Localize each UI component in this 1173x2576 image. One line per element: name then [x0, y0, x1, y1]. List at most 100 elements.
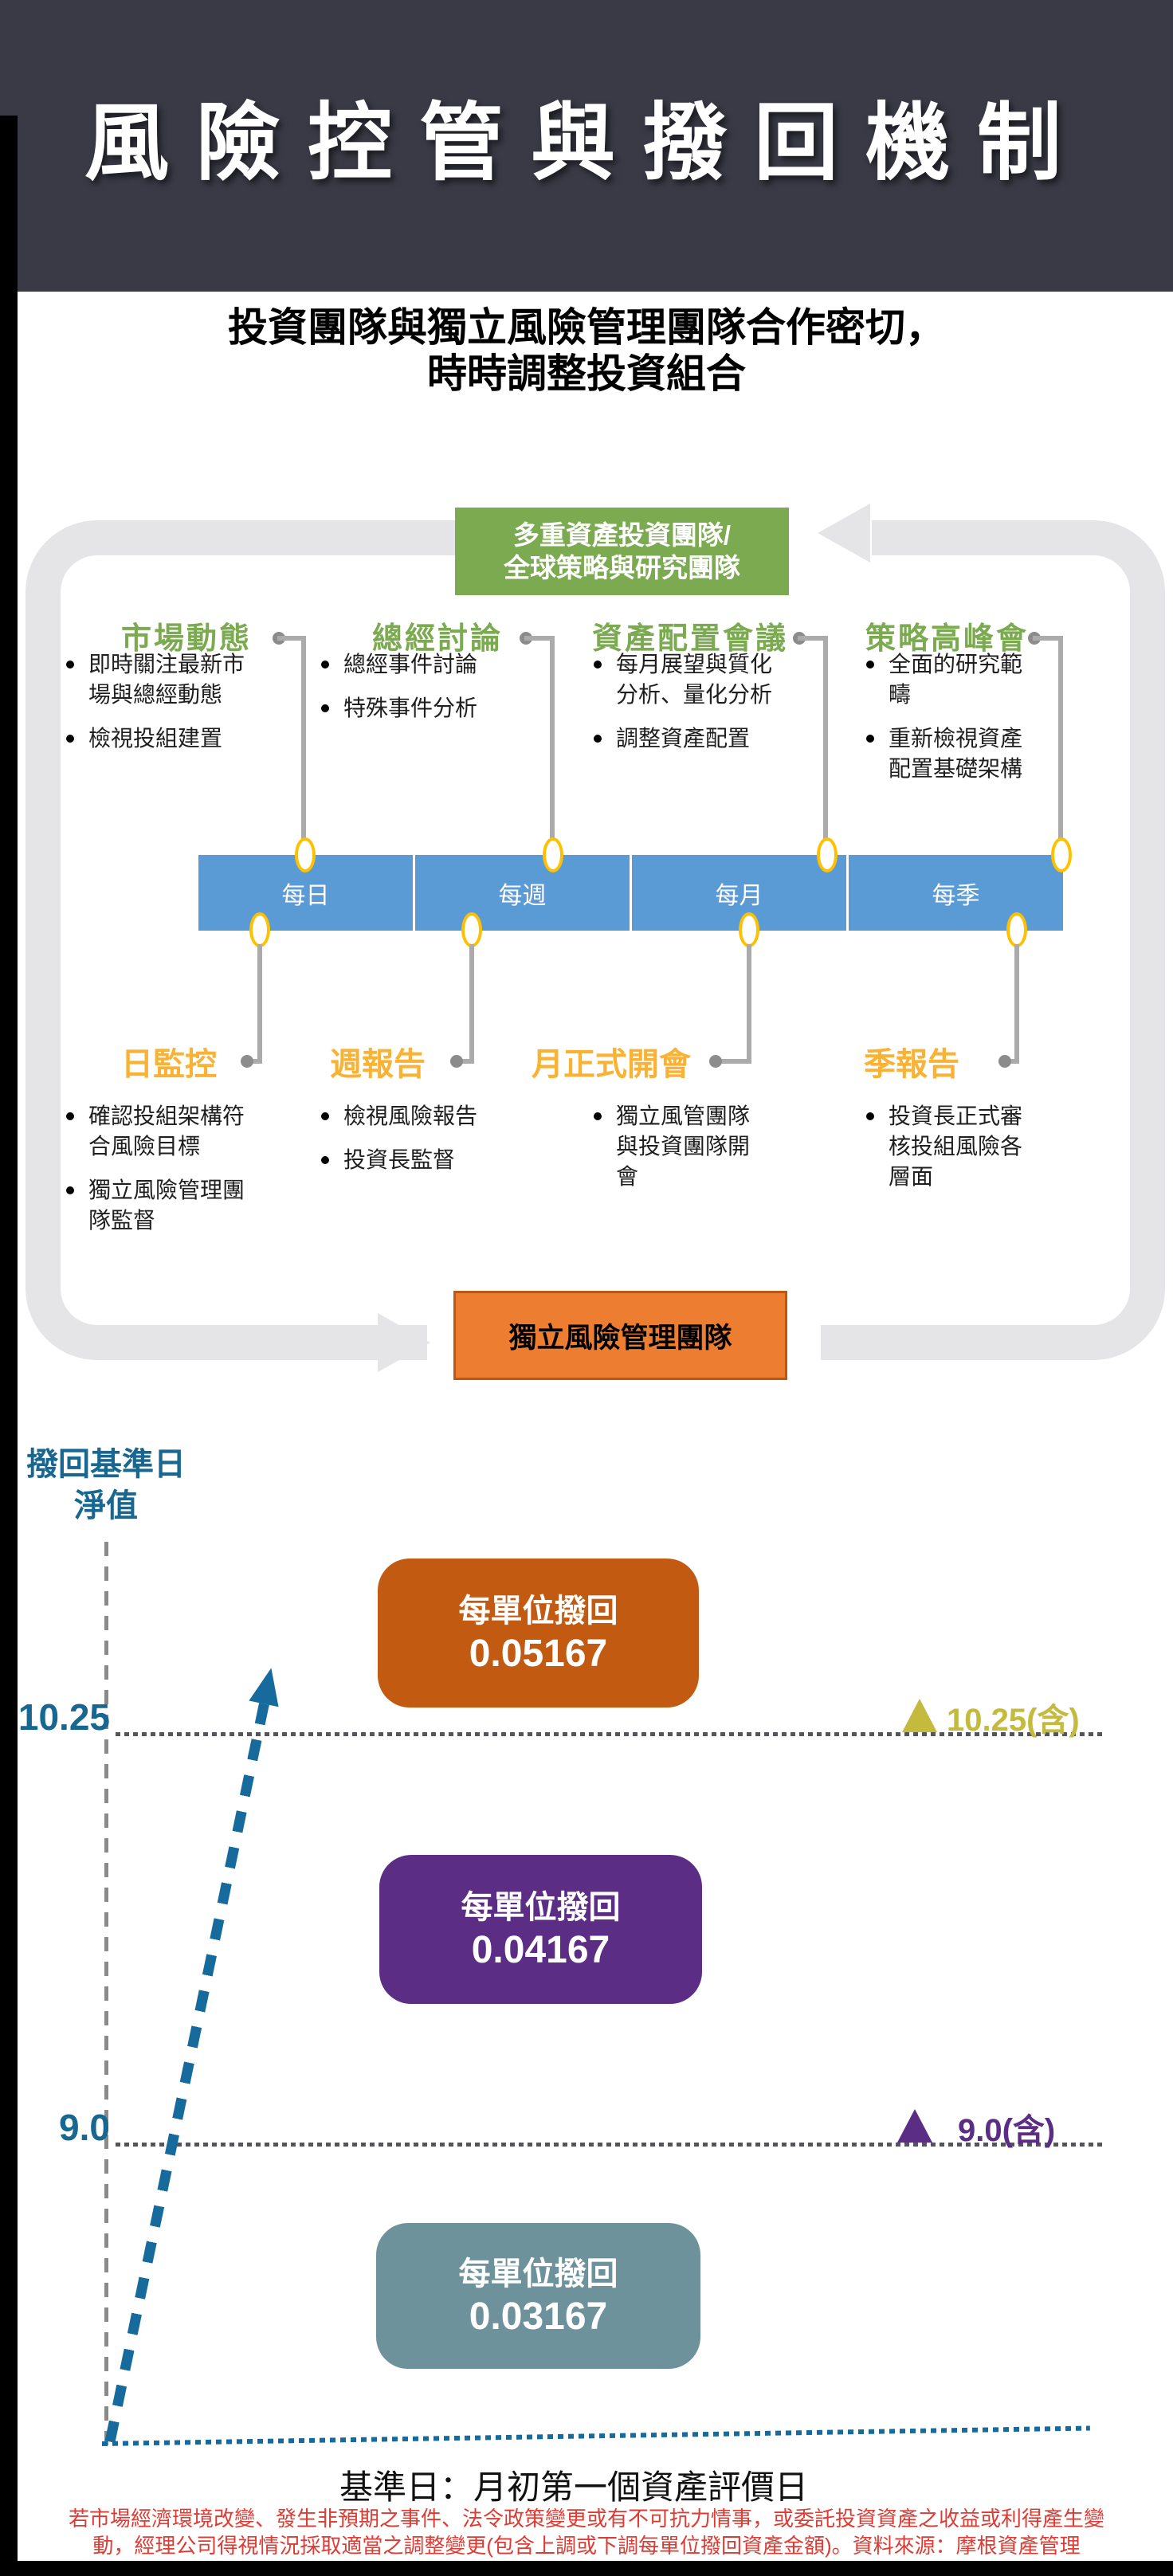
chart-y-axis [104, 1542, 108, 2450]
page-title: 風險控管與撥回機制 [84, 96, 1089, 190]
connector-line [257, 944, 262, 1064]
list-item: 特殊事件分析 [317, 693, 500, 723]
timeline-quarterly: 每季 [849, 855, 1063, 931]
baseline-label: 基準日：月初第一個資產評價日 [339, 2468, 808, 2506]
threshold-marker-label-9-0: 9.0(含) [958, 2113, 1056, 2148]
left-edge-strip [0, 116, 18, 2576]
disclaimer-text: 若市場經濟環境改變、發生非預期之事件、法令政策變更或有不可抗力情事，或委託投資資… [68, 2507, 1104, 2558]
node-oval [543, 837, 563, 872]
column-header-macro: 總經討論 [372, 622, 504, 656]
list-item: 檢視風險報告 [317, 1101, 500, 1131]
label-quarterly-report: 季報告 [864, 1047, 959, 1082]
list-item: 檢視投組建置 [62, 723, 245, 754]
timeline-monthly: 每月 [632, 855, 846, 931]
investment-team-line2: 全球策略與研究團隊 [504, 553, 740, 582]
payout-label: 每單位撥回 [458, 2256, 618, 2292]
label-monthly-meeting: 月正式開會 [532, 1047, 691, 1082]
threshold-marker-triangle-purple-icon [897, 2109, 932, 2143]
subtitle-line1: 投資團隊與獨立風險管理團隊合作密切， [228, 305, 945, 350]
header-banner: 風險控管與撥回機制 [0, 0, 1173, 292]
bullet-list-monthly: 獨立風管團隊與投資團隊開會 [590, 1101, 769, 1206]
connector-line [301, 637, 306, 846]
label-daily-monitor: 日監控 [121, 1047, 217, 1082]
bottom-edge-strip [0, 2561, 1173, 2576]
risk-team-label: 獨立風險管理團隊 [508, 1322, 732, 1354]
column-header-summit: 策略高峰會 [865, 622, 1030, 656]
bullet-list-quarterly: 投資長正式審核投組風險各層面 [862, 1101, 1042, 1206]
connector-line [247, 1059, 262, 1064]
investment-team-line1: 多重資產投資團隊/ [512, 520, 732, 550]
node-oval [739, 912, 759, 947]
payout-value: 0.04167 [471, 1928, 610, 1971]
node-oval [461, 912, 482, 947]
bullet-list-macro: 總經事件討論 特殊事件分析 [317, 649, 500, 737]
bullet-list-weekly: 檢視風險報告 投資長監督 [317, 1101, 500, 1189]
bullet-list-allocation: 每月展望與質化分析、量化分析 調整資產配置 [590, 649, 781, 767]
list-item: 重新檢視資產配置基礎架構 [862, 723, 1042, 784]
connector-dot [709, 1055, 722, 1068]
connector-dot [241, 1055, 253, 1068]
connector-line [747, 944, 751, 1064]
connector-line [550, 637, 555, 846]
column-header-allocation: 資產配置會議 [592, 622, 789, 656]
connector-line [716, 1059, 751, 1064]
list-item: 確認投組架構符合風險目標 [62, 1101, 245, 1162]
node-oval [249, 912, 270, 947]
node-oval [295, 837, 316, 872]
list-item: 獨立風管團隊與投資團隊開會 [590, 1101, 769, 1192]
payout-label: 每單位撥回 [461, 1889, 621, 1925]
list-item: 總經事件討論 [317, 649, 500, 680]
connector-line [1033, 636, 1063, 641]
threshold-line-9-0 [116, 2143, 1102, 2147]
connector-line [469, 944, 474, 1064]
list-item: 每月展望與質化分析、量化分析 [590, 649, 781, 710]
timeline-bar: 每日 每週 每月 每季 [198, 855, 1063, 931]
payout-tier-box-mid: 每單位撥回 0.04167 [379, 1855, 702, 2004]
investment-team-box: 多重資產投資團隊/ 全球策略與研究團隊 [455, 508, 789, 595]
payout-value: 0.03167 [469, 2295, 608, 2338]
loop-arrow-right-icon [378, 1313, 430, 1372]
chart-axis-label: 撥回基準日 淨值 [14, 1444, 198, 1527]
list-item: 即時關注最新市場與總經動態 [62, 649, 245, 710]
node-oval [1051, 837, 1072, 872]
threshold-marker-triangle-olive-icon [902, 1699, 937, 1732]
connector-line [277, 636, 306, 641]
connector-line [1014, 944, 1019, 1064]
up-arrowhead-icon [249, 1664, 286, 1708]
connector-dot [998, 1055, 1011, 1068]
tick-10-25: 10.25 [18, 1696, 110, 1738]
axis-label-line2: 淨值 [74, 1488, 138, 1523]
bullet-list-summit: 全面的研究範疇 重新檢視資產配置基礎架構 [862, 649, 1042, 798]
connector-line [798, 636, 828, 641]
bullet-list-daily: 確認投組架構符合風險目標 獨立風險管理團隊監督 [62, 1101, 245, 1249]
list-item: 全面的研究範疇 [862, 649, 1042, 710]
connector-line [524, 636, 555, 641]
subtitle: 投資團隊與獨立風險管理團隊合作密切， 時時調整投資組合 [0, 304, 1173, 397]
node-oval [1006, 912, 1027, 947]
list-item: 投資長監督 [317, 1145, 500, 1175]
tick-9-0: 9.0 [59, 2107, 110, 2148]
payout-tier-box-high: 每單位撥回 0.05167 [378, 1559, 699, 1708]
threshold-marker-label-10-25: 10.25(含) [947, 1703, 1080, 1738]
payout-label: 每單位撥回 [458, 1593, 618, 1629]
axis-label-line1: 撥回基準日 [26, 1447, 186, 1482]
payout-tier-box-low: 每單位撥回 0.03167 [376, 2223, 700, 2369]
bullet-list-market: 即時關注最新市場與總經動態 檢視投組建置 [62, 649, 245, 767]
list-item: 投資長正式審核投組風險各層面 [862, 1101, 1042, 1192]
connector-line [823, 637, 828, 846]
column-header-market: 市場動態 [121, 622, 253, 656]
list-item: 調整資產配置 [590, 723, 781, 754]
risk-team-box: 獨立風險管理團隊 [453, 1291, 787, 1380]
loop-gap-cover [427, 1320, 457, 1365]
payout-value: 0.05167 [469, 1632, 608, 1675]
subtitle-line2: 時時調整投資組合 [427, 351, 746, 396]
label-weekly-report: 週報告 [330, 1047, 426, 1082]
connector-line [1058, 637, 1063, 846]
timeline-weekly: 每週 [415, 855, 630, 931]
connector-line [1005, 1059, 1019, 1064]
threshold-line-10-25 [116, 1732, 1102, 1736]
loop-arrow-left-icon [818, 504, 870, 563]
connector-dot [450, 1055, 463, 1068]
chart-baseline [101, 2425, 1090, 2446]
